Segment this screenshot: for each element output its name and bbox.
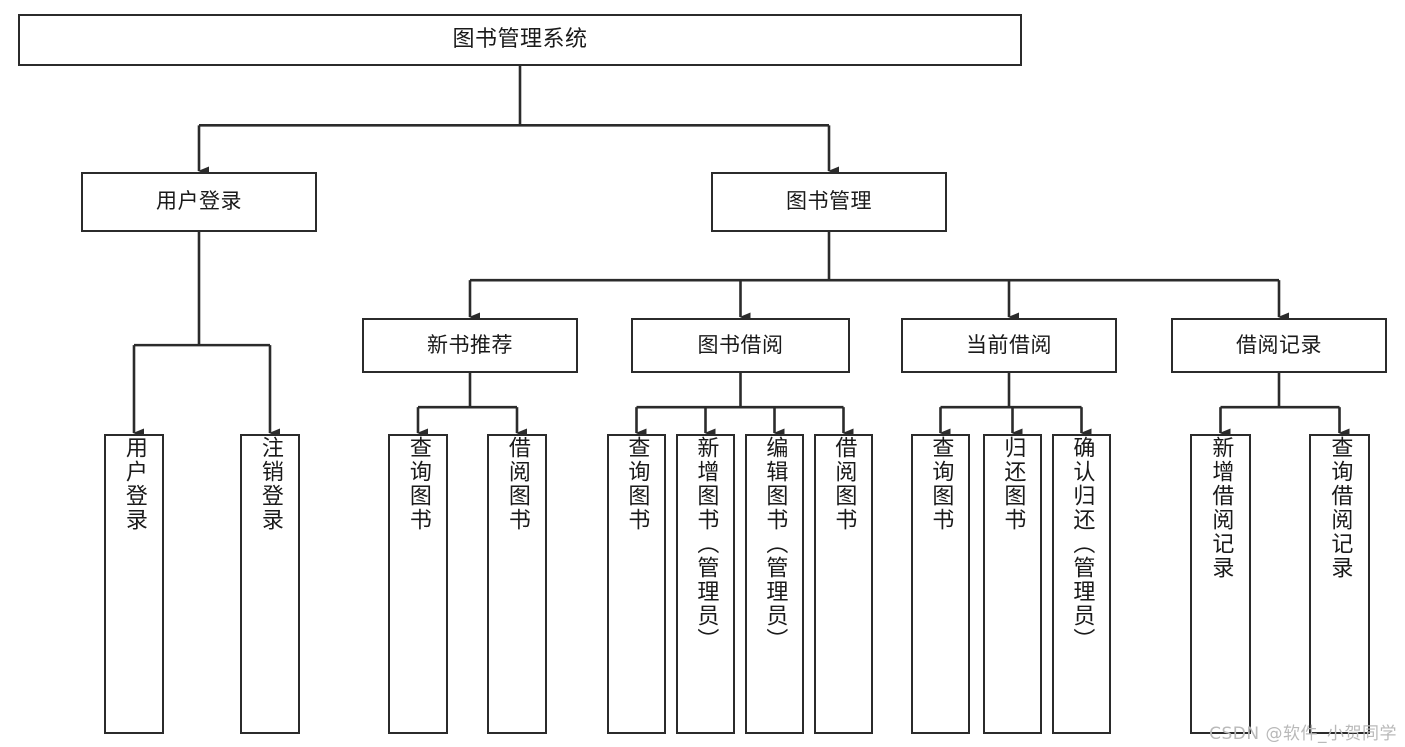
tree-connectors	[132, 66, 1350, 438]
leaf-query-books-borrow[interactable]: 查询图书	[607, 434, 666, 734]
node-label: 编辑图书（管理员）	[762, 436, 788, 652]
node-label: 查询借阅记录	[1327, 436, 1353, 580]
node-label: 新增借阅记录	[1208, 436, 1234, 580]
node-label: 查询图书	[405, 436, 431, 532]
node-label: 归还图书	[1000, 436, 1026, 532]
node-label: 借阅图书	[504, 436, 530, 532]
leaf-add-borrow-record[interactable]: 新增借阅记录	[1190, 434, 1251, 734]
node-label: 借阅记录	[1236, 332, 1322, 357]
node-borrow-records[interactable]: 借阅记录	[1171, 318, 1387, 373]
node-label: 确认归还（管理员）	[1069, 436, 1095, 652]
node-book-borrow[interactable]: 图书借阅	[631, 318, 850, 373]
node-label: 查询图书	[928, 436, 954, 532]
node-label: 注销登录	[257, 436, 283, 532]
node-label: 图书借阅	[697, 332, 784, 357]
node-label: 新增图书（管理员）	[693, 436, 719, 652]
node-current-borrow[interactable]: 当前借阅	[901, 318, 1117, 373]
leaf-logout[interactable]: 注销登录	[240, 434, 300, 734]
leaf-query-books-current[interactable]: 查询图书	[911, 434, 970, 734]
leaf-confirm-return-admin[interactable]: 确认归还（管理员）	[1052, 434, 1111, 734]
leaf-query-books-recommend[interactable]: 查询图书	[388, 434, 448, 734]
leaf-borrow-books-recommend[interactable]: 借阅图书	[487, 434, 547, 734]
leaf-edit-book-admin[interactable]: 编辑图书（管理员）	[745, 434, 804, 734]
node-user-login[interactable]: 用户登录	[81, 172, 317, 232]
node-label: 用户登录	[121, 436, 147, 532]
leaf-user-login[interactable]: 用户登录	[104, 434, 164, 734]
leaf-add-book-admin[interactable]: 新增图书（管理员）	[676, 434, 735, 734]
node-root[interactable]: 图书管理系统	[18, 14, 1022, 66]
leaf-query-borrow-record[interactable]: 查询借阅记录	[1309, 434, 1370, 734]
node-label: 当前借阅	[966, 332, 1052, 357]
leaf-return-book[interactable]: 归还图书	[983, 434, 1042, 734]
node-book-management[interactable]: 图书管理	[711, 172, 947, 232]
node-new-book-recommend[interactable]: 新书推荐	[362, 318, 578, 373]
node-label: 新书推荐	[427, 332, 513, 357]
watermark: CSDN @软件_小贺同学	[1209, 724, 1397, 744]
node-label: 图书管理	[786, 189, 872, 214]
node-label: 借阅图书	[831, 436, 857, 532]
node-label: 查询图书	[624, 436, 650, 532]
leaf-borrow-book[interactable]: 借阅图书	[814, 434, 873, 734]
node-label: 图书管理系统	[452, 26, 588, 52]
node-label: 用户登录	[156, 189, 242, 214]
